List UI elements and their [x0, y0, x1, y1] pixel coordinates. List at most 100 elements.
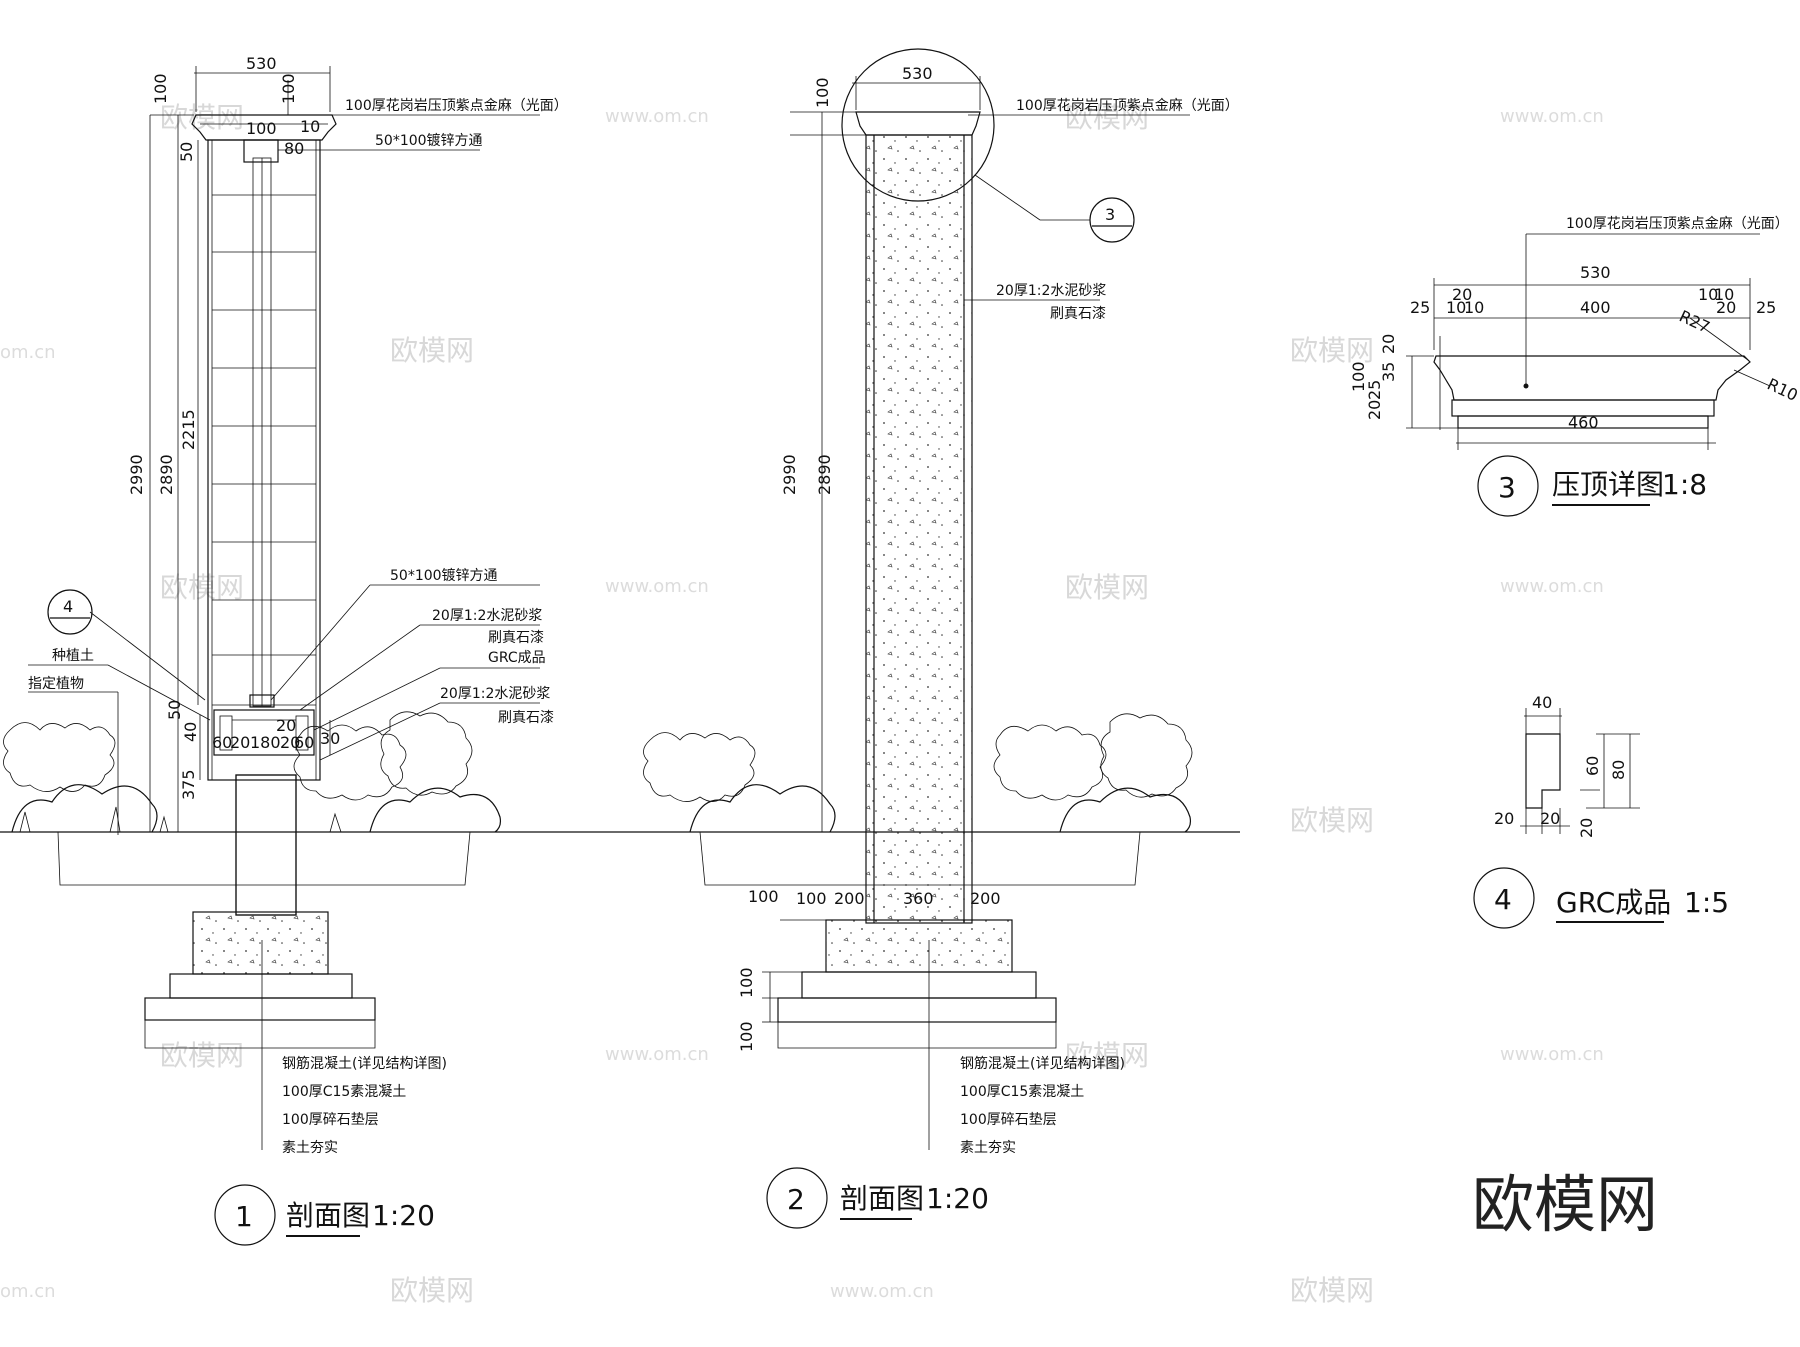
- watermark: 欧模网: [390, 1274, 474, 1307]
- section-1-number: 1: [235, 1200, 253, 1233]
- note-foundation-rc: 钢筋混凝土(详见结构详图): [282, 1055, 447, 1072]
- dim-base-20: 20: [230, 733, 250, 752]
- shrub: [380, 711, 473, 796]
- granite-cap: [191, 114, 337, 141]
- granite-cap: [855, 111, 981, 136]
- grc-base: [213, 709, 315, 756]
- watermark-url: om.cn: [0, 1281, 56, 1302]
- note-grc: GRC成品: [488, 650, 546, 666]
- detail-callout-3-label: 3: [1105, 205, 1115, 224]
- watermark: 欧模网: [1065, 1039, 1149, 1072]
- dim-inner-100: 100: [246, 119, 277, 138]
- shrub: [293, 724, 407, 801]
- rock: [369, 787, 502, 833]
- note-planting-soil: 种植土: [52, 648, 94, 664]
- dim-40: 40: [181, 722, 200, 742]
- dim-foot-100b: 100: [796, 889, 827, 908]
- dim-foot-200: 200: [834, 889, 865, 908]
- dim-20: 20: [1494, 809, 1514, 828]
- dim-total-height: 2990: [780, 454, 799, 495]
- dim-50-bottom: 50: [165, 700, 184, 720]
- dim-radius-10: R10: [1764, 374, 1800, 405]
- watermarks: 欧模网 www.om.cn 欧模网 www.om.cn om.cn 欧模网 欧模…: [0, 101, 1604, 1307]
- gravel-layer: [777, 997, 1057, 1023]
- watermark-url: www.om.cn: [1500, 106, 1604, 127]
- grass: [19, 806, 342, 833]
- c15-concrete-layer: [169, 973, 353, 999]
- detail-3-scale: 1:8: [1662, 468, 1707, 501]
- dim-10: 10: [1446, 298, 1466, 317]
- shrub: [3, 722, 116, 792]
- detail-3-drawing: 100厚花岗岩压顶紫点金麻（光面） 530 400 460 20 25 10 1…: [1349, 216, 1800, 517]
- note-foundation-rc: 钢筋混凝土(详见结构详图): [960, 1055, 1125, 1072]
- soil-fill: [699, 831, 1141, 886]
- dim-foot-100: 100: [748, 887, 779, 906]
- dim-total-height: 2990: [127, 454, 146, 495]
- watermark: 欧模网: [390, 334, 474, 367]
- dim-400: 400: [1580, 298, 1611, 317]
- note-granite-cap: 100厚花岗岩压顶紫点金麻（光面）: [1016, 98, 1239, 114]
- dim-base-60b: 60: [294, 733, 314, 752]
- detail-4-number-circle: [1473, 867, 1535, 929]
- dim-375: 375: [179, 769, 198, 800]
- dim-v20: 20: [1379, 334, 1398, 354]
- column-shaft: [207, 139, 321, 781]
- watermark-url: www.om.cn: [605, 106, 709, 127]
- c15-concrete-layer: [801, 971, 1037, 999]
- watermark: 欧模网: [1290, 334, 1374, 367]
- detail-3-number-circle: [1477, 455, 1539, 517]
- dim-top-width: 530: [246, 54, 277, 73]
- leader-lines: [28, 114, 540, 835]
- section-2-scale: 1:20: [926, 1182, 989, 1215]
- detail-callout-4: [47, 589, 93, 635]
- dim-80: 80: [1609, 760, 1628, 780]
- watermark: 欧模网: [1290, 1274, 1374, 1307]
- dim-30: 30: [320, 729, 340, 748]
- dim-radius-27: R27: [1676, 306, 1713, 337]
- dim-cap-height: 100: [279, 73, 298, 104]
- detail-callout-circle: [841, 48, 995, 202]
- watermark-url: om.cn: [0, 342, 56, 363]
- note-granite-cap: 100厚花岗岩压顶紫点金麻（光面）: [345, 98, 568, 114]
- watermark-url: www.om.cn: [830, 1281, 934, 1302]
- dim-layer-100b: 100: [737, 1021, 756, 1052]
- note-mortar: 20厚1:2水泥砂浆: [996, 283, 1106, 299]
- shrub: [993, 724, 1107, 801]
- watermark: 欧模网: [160, 101, 244, 134]
- dim-460: 460: [1568, 413, 1599, 432]
- rock: [11, 784, 158, 833]
- note-foundation-c15: 100厚C15素混凝土: [282, 1084, 406, 1100]
- dim-25: 25: [1410, 298, 1430, 317]
- dim-foot-360: 360: [903, 889, 934, 908]
- detail-callout-3: [1089, 197, 1135, 243]
- dim-20: 20: [276, 716, 296, 735]
- detail-4-number: 4: [1494, 883, 1512, 916]
- note-foundation-c15: 100厚C15素混凝土: [960, 1084, 1084, 1100]
- cap-profile: [1433, 355, 1751, 401]
- watermark-url: www.om.cn: [1500, 1044, 1604, 1065]
- dim-layer-100: 100: [737, 967, 756, 998]
- section-1-title: 剖面图: [286, 1199, 370, 1232]
- detail-4-scale: 1:5: [1684, 886, 1729, 919]
- section-2-title: 剖面图: [840, 1182, 924, 1215]
- note-granite-cap: 100厚花岗岩压顶紫点金麻（光面）: [1566, 216, 1789, 232]
- note-plants: 指定植物: [28, 676, 84, 692]
- dim-20b: 20: [1540, 809, 1560, 828]
- watermark: 欧模网: [160, 571, 244, 604]
- note-foundation-gravel: 100厚碎石垫层: [282, 1112, 379, 1128]
- dim-80: 80: [284, 139, 304, 158]
- dim-10c: 10: [1698, 285, 1718, 304]
- dim-base-180: 180: [250, 733, 281, 752]
- rock: [1059, 787, 1192, 833]
- dim-10b: 10: [1464, 298, 1484, 317]
- dimension-lines: [762, 76, 1012, 1023]
- dim-cap-height: 100: [151, 73, 170, 104]
- dim-20: 20: [1452, 285, 1472, 304]
- compacted-soil: [777, 1021, 1057, 1049]
- dim-20c: 20: [1577, 818, 1596, 838]
- watermark: 欧模网: [1290, 804, 1374, 837]
- dim-shaft-height: 2890: [157, 454, 176, 495]
- dim-40: 40: [1532, 693, 1552, 712]
- section-2-number: 2: [787, 1183, 805, 1216]
